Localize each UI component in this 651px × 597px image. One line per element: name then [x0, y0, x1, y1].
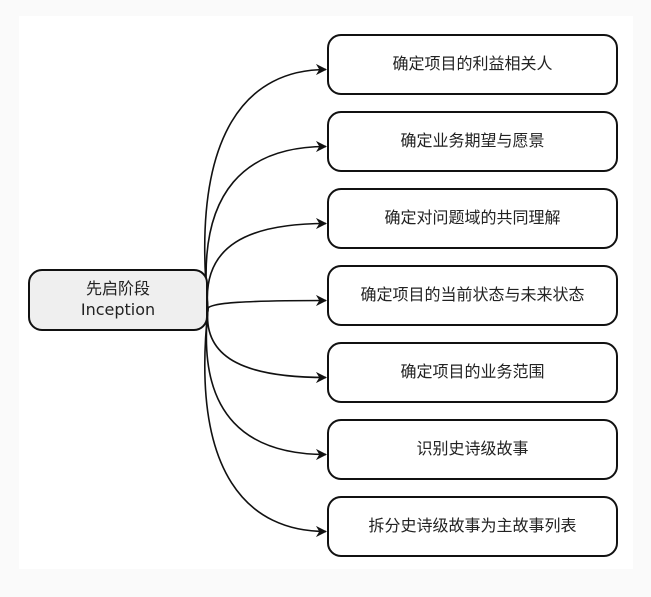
child-node-label: 确定项目的业务范围 — [400, 362, 545, 382]
child-node-identify-epics[interactable]: 识别史诗级故事 — [327, 419, 618, 480]
connector-arrow — [206, 308, 328, 384]
connector-arrow — [205, 308, 328, 461]
root-node-subtitle: Inception — [80, 300, 156, 319]
root-node-title: 先启阶段 — [85, 279, 150, 299]
child-node-business-scope[interactable]: 确定项目的业务范围 — [327, 342, 618, 403]
child-node-label: 拆分史诗级故事为主故事列表 — [368, 516, 577, 536]
child-node-stakeholders[interactable]: 确定项目的利益相关人 — [327, 34, 618, 95]
child-node-business-vision[interactable]: 确定业务期望与愿景 — [327, 111, 618, 172]
child-node-label: 确定对问题域的共同理解 — [384, 208, 561, 228]
child-node-label: 识别史诗级故事 — [416, 439, 529, 459]
root-node-inception[interactable]: 先启阶段 Inception — [28, 269, 208, 331]
child-node-label: 确定项目的当前状态与未来状态 — [360, 285, 585, 305]
child-node-problem-domain[interactable]: 确定对问题域的共同理解 — [327, 188, 618, 249]
connector-arrow — [206, 217, 328, 310]
connector-arrow — [204, 63, 328, 310]
child-node-label: 确定项目的利益相关人 — [392, 54, 553, 74]
connector-arrow — [204, 308, 328, 538]
child-node-split-epics[interactable]: 拆分史诗级故事为主故事列表 — [327, 496, 618, 557]
connector-arrow — [205, 140, 328, 310]
child-node-current-future-state[interactable]: 确定项目的当前状态与未来状态 — [327, 265, 618, 326]
connector-arrow — [207, 294, 328, 310]
child-node-label: 确定业务期望与愿景 — [400, 131, 545, 151]
